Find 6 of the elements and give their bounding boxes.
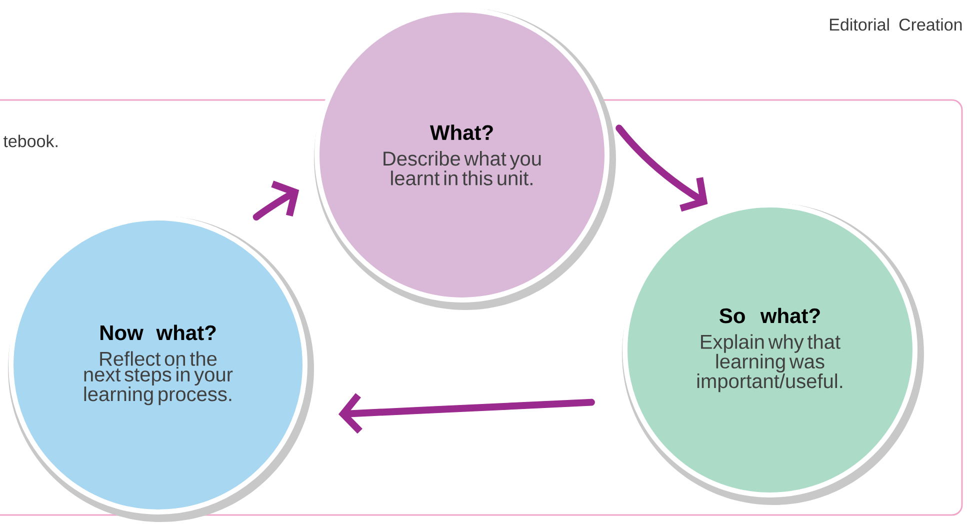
circle-node: What? Describe what you learnt in this unit. [314,8,610,302]
text-label: Editorial Creation [830,18,962,31]
arrow [338,393,595,434]
circle-node: Now what? Reflect on the next steps in your learning process. [8,216,308,514]
text-label: tebook. [3,134,58,148]
circle-node: So what? Explain why that learning was important/useful. [622,202,918,498]
